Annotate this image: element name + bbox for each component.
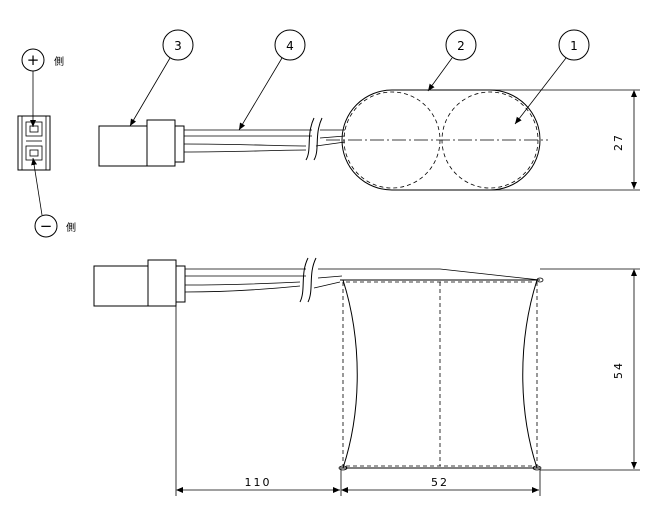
callout-4: 4 — [238, 29, 306, 131]
plus-side-label: 側 — [54, 55, 64, 68]
dimension-54: 54 — [540, 268, 640, 471]
minus-side-label: 側 — [66, 221, 76, 234]
connector-top — [98, 119, 185, 167]
dim-54-label: 54 — [612, 361, 625, 379]
front-view: 54 110 52 — [93, 257, 640, 496]
plus-terminal-callout: + 側 — [21, 48, 64, 127]
dim-110-label: 110 — [245, 476, 272, 489]
lead-wires-top — [183, 117, 346, 161]
callout-2-label: 2 — [457, 39, 465, 53]
callout-1: 1 — [514, 29, 590, 125]
callout-1-label: 1 — [570, 39, 578, 53]
connector-front — [93, 259, 186, 307]
cells-top — [326, 89, 548, 191]
minus-symbol: − — [40, 217, 53, 235]
callout-4-label: 4 — [286, 39, 294, 53]
top-view: 27 — [98, 89, 640, 191]
dimension-52: 52 — [341, 470, 541, 496]
minus-terminal-callout: − 側 — [31, 157, 76, 238]
cell-pack-front — [338, 277, 544, 471]
lead-wires-front — [184, 257, 541, 303]
callout-2: 2 — [427, 29, 477, 92]
callout-3: 3 — [129, 29, 194, 127]
dim-27-label: 27 — [612, 133, 625, 151]
callout-3-label: 3 — [174, 39, 182, 53]
dim-52-label: 52 — [431, 476, 449, 489]
dimension-110: 110 — [175, 306, 342, 496]
plus-symbol: + — [27, 51, 40, 69]
dimension-27: 27 — [490, 89, 640, 191]
